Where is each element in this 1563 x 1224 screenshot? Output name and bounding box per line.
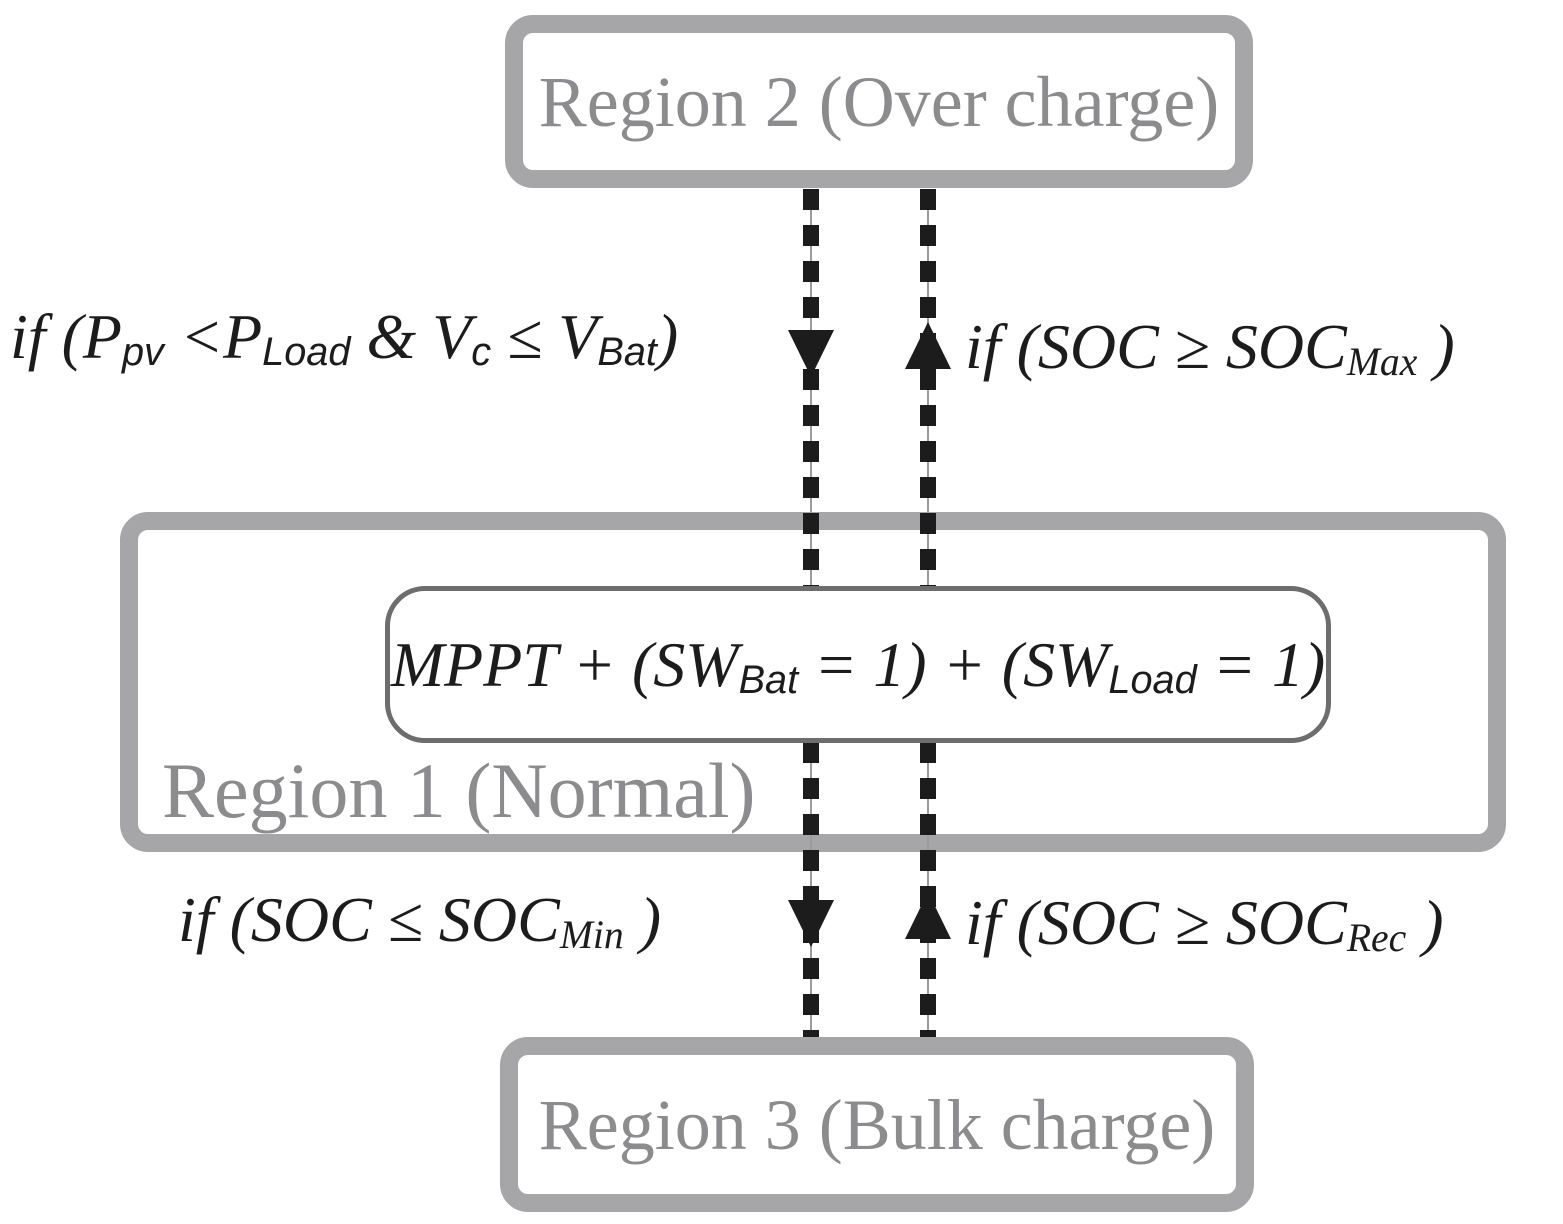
region3-box: Region 3 (Bulk charge) xyxy=(500,1037,1254,1212)
condition-r1-to-r2: if (SOC ≥ SOCMax ) xyxy=(965,311,1455,385)
condition-r2-to-r1: if (Ppv <PLoad & Vc ≤ VBat) xyxy=(10,301,679,375)
region3-label: Region 3 (Bulk charge) xyxy=(538,1084,1216,1165)
mppt-action-formula: MPPT + (SWBat = 1) + (SWLoad = 1) xyxy=(390,628,1326,702)
arrowhead-up-icon xyxy=(905,892,951,939)
transition-line-r2-to-r1 xyxy=(803,189,819,589)
condition-r1-to-r3: if (SOC ≤ SOCMin ) xyxy=(178,884,662,958)
arrowhead-up-icon xyxy=(905,322,951,369)
arrowhead-down-icon xyxy=(788,330,834,377)
transition-line-r3-to-r1 xyxy=(920,742,936,1038)
region2-label: Region 2 (Over charge) xyxy=(538,61,1220,142)
mppt-action-box: MPPT + (SWBat = 1) + (SWLoad = 1) xyxy=(385,586,1331,743)
transition-line-r1-to-r3 xyxy=(803,742,819,1038)
arrowhead-down-icon xyxy=(788,900,834,947)
region1-label: Region 1 (Normal) xyxy=(162,747,756,834)
region2-box: Region 2 (Over charge) xyxy=(505,15,1253,188)
transition-line-r1-to-r2 xyxy=(920,189,936,589)
condition-r3-to-r1: if (SOC ≥ SOCRec ) xyxy=(965,887,1444,961)
